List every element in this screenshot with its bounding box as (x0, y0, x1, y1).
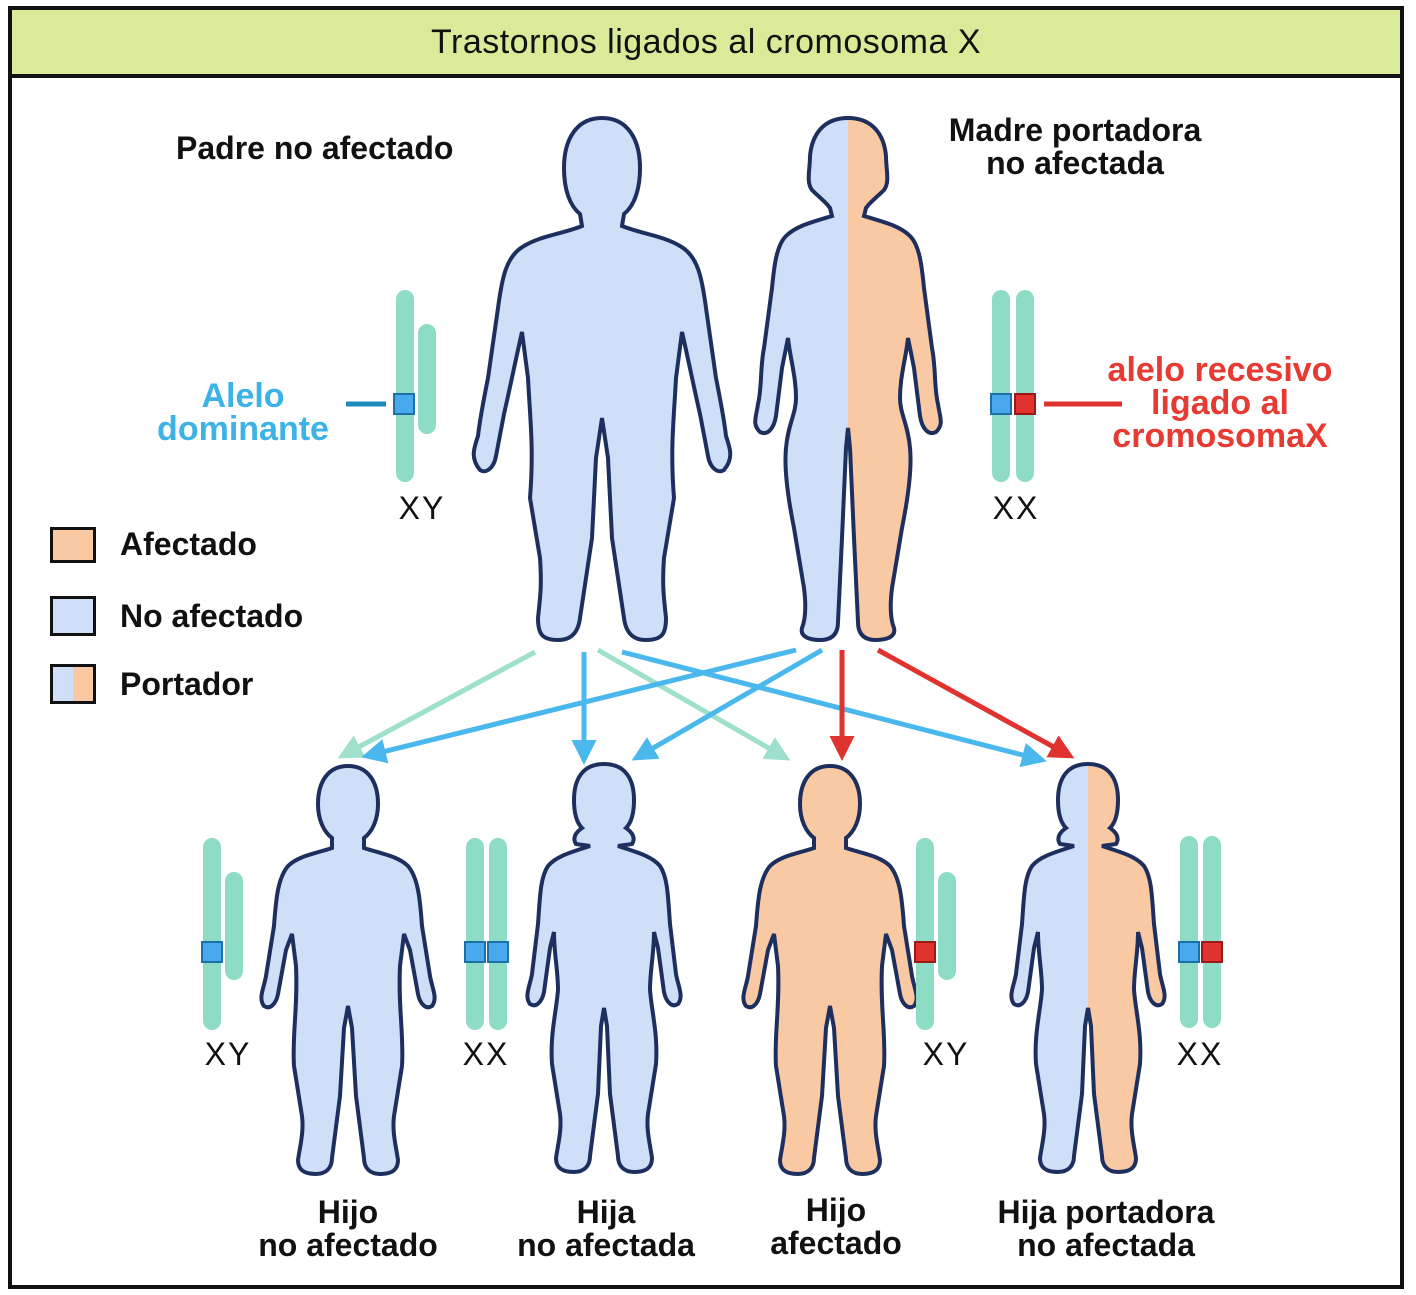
arrow-mother-x-son1 (361, 647, 797, 764)
child4-label-line2: no afectada (1017, 1227, 1195, 1263)
arrow-father-x-daughter2 (621, 649, 1047, 768)
legend-carrier: Portador (50, 664, 253, 704)
father-genotype: XY (398, 490, 446, 526)
affected-swatch (50, 526, 96, 563)
legend-affected: Afectado (50, 526, 257, 563)
child2-genotype: XX (462, 1036, 510, 1072)
recessive-allele-marker (1014, 393, 1036, 415)
child3-label-line2: afectado (770, 1225, 902, 1261)
inheritance-arrows (337, 647, 1075, 768)
recessive-allele-label: alelo recesivo ligado al cromosomaX (1082, 351, 1358, 455)
child2-chromosomes (464, 838, 509, 1030)
father-figure (471, 116, 733, 642)
recessive-label-line2: ligado al (1151, 384, 1289, 422)
mother-label-line1: Madre portadora (948, 112, 1202, 148)
recessive-label-line1: alelo recesivo (1107, 351, 1333, 389)
arrow-mother-xr-daughter2 (876, 647, 1075, 759)
child2-label-line1: Hija (576, 1194, 636, 1230)
diagram-frame (8, 6, 1404, 1289)
child3-label-line1: Hijo (805, 1192, 867, 1228)
child-son-affected (741, 764, 919, 1176)
mother-label-line2: no afectada (986, 145, 1164, 181)
child4-label-line1: Hija portadora (997, 1194, 1215, 1230)
child1-label-line1: Hijo (317, 1194, 379, 1230)
child3-chromosomes (914, 838, 956, 1030)
diagram-title: Trastornos ligados al cromosoma X (8, 6, 1404, 78)
father-label: Padre no afectado (176, 130, 454, 166)
arrow-father-y-son2 (596, 647, 791, 761)
recessive-label-line3: cromosomaX (1112, 417, 1328, 455)
arrow-father-y-son1 (337, 649, 537, 759)
child1-label-line2: no afectado (258, 1227, 438, 1263)
child2-label: Hija no afectada (476, 1196, 736, 1262)
dominant-label-line2: dominante (157, 410, 329, 448)
father-chromosomes (346, 290, 436, 482)
legend-unaffected-label: No afectado (120, 597, 304, 634)
mother-genotype: XX (992, 490, 1040, 526)
arrow-mother-x-daughter1 (631, 647, 824, 761)
child-son-unaffected (259, 764, 437, 1176)
dominant-allele-label: Alelo dominante (136, 377, 350, 448)
child3-genotype: XY (922, 1036, 970, 1072)
child1-label: Hijo no afectado (218, 1196, 478, 1262)
legend-unaffected: No afectado (50, 596, 303, 636)
child1-genotype: XY (204, 1036, 252, 1072)
dominant-label-line1: Alelo (201, 377, 285, 415)
unaffected-swatch (50, 596, 96, 636)
dominant-allele-marker (393, 393, 415, 415)
mother-figure (753, 116, 943, 642)
child1-chromosomes (201, 838, 243, 1030)
child4-label: Hija portadora no afectada (950, 1196, 1262, 1262)
child4-chromosomes (1178, 836, 1223, 1028)
carrier-swatch (50, 664, 96, 704)
legend-carrier-label: Portador (120, 665, 254, 702)
mother-label: Madre portadora no afectada (900, 114, 1250, 180)
child-daughter-unaffected (525, 762, 683, 1174)
mother-chromosomes (990, 290, 1122, 482)
child3-label: Hijo afectado (706, 1194, 966, 1260)
legend-affected-label: Afectado (120, 526, 257, 562)
child2-label-line2: no afectada (517, 1227, 695, 1263)
child-daughter-carrier (1009, 762, 1167, 1174)
child4-genotype: XX (1176, 1036, 1224, 1072)
